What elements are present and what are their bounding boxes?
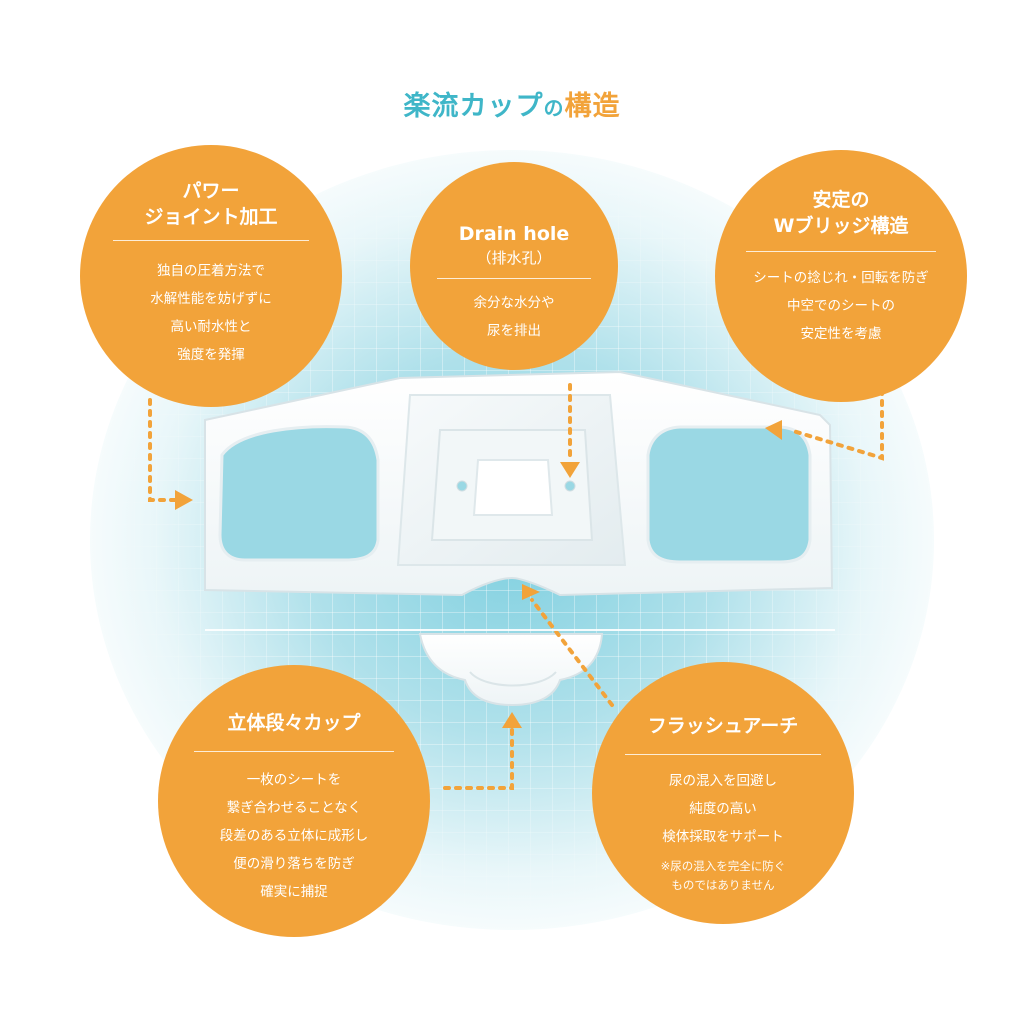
body-line: 便の滑り落ちを防ぎ	[233, 855, 355, 872]
callout-heading: フラッシュアーチ	[592, 714, 854, 740]
body-line: 確実に捕捉	[260, 883, 328, 900]
title-part-structure: 構造	[564, 91, 621, 122]
body-line: 段差のある立体に成形し	[219, 827, 369, 844]
callout-flash-arch: フラッシュアーチ 尿の混入を回避し 純度の高い 検体採取をサポート ※尿の混入を…	[592, 662, 854, 924]
callout-heading: パワー ジョイント加工	[80, 179, 342, 230]
heading-line: Wブリッジ構造	[773, 214, 909, 237]
heading-line: ジョイント加工	[144, 205, 278, 228]
callout-body: 独自の圧着方法で 水解性能を妨げずに 高い耐水性と 強度を発揮	[80, 257, 342, 369]
callout-body: シートの捻じれ・回転を防ぎ 中空でのシートの 安定性を考慮	[715, 264, 967, 348]
callout-w-bridge: 安定の Wブリッジ構造 シートの捻じれ・回転を防ぎ 中空でのシートの 安定性を考…	[715, 150, 967, 402]
cup-side-view	[418, 633, 604, 707]
body-line: 繋ぎ合わせることなく	[226, 799, 362, 816]
callout-divider	[194, 750, 394, 752]
title-part-product: 楽流カップ	[403, 91, 544, 122]
body-line: 尿の混入を回避し	[669, 772, 777, 789]
drain-hole-left	[456, 480, 468, 492]
body-line: 安定性を考慮	[800, 326, 882, 343]
arrow-head-c1	[175, 490, 193, 510]
body-line: 尿を排出	[487, 322, 541, 339]
cup-left-opening	[218, 425, 380, 562]
page-title: 楽流カップの構造	[0, 84, 1024, 123]
body-line: 中空でのシートの	[787, 298, 895, 315]
drain-hole-right	[564, 480, 576, 492]
arrow-line-c4	[443, 726, 514, 790]
callout-divider	[625, 753, 821, 755]
body-line: 余分な水分や	[473, 294, 555, 311]
heading-line: パワー	[182, 180, 240, 202]
body-line: 水解性能を妨げずに	[150, 291, 272, 308]
section-divider	[205, 629, 835, 631]
body-line: シートの捻じれ・回転を防ぎ	[753, 270, 929, 287]
callout-body: 余分な水分や 尿を排出	[410, 289, 618, 345]
heading-line: フラッシュアーチ	[647, 715, 799, 737]
arrow-head-c2	[560, 462, 580, 478]
body-line: 純度の高い	[689, 800, 757, 817]
callout-note: ※尿の混入を完全に防ぐ ものではありません	[592, 857, 854, 895]
callout-body: 一枚のシートを 繋ぎ合わせることなく 段差のある立体に成形し 便の滑り落ちを防ぎ…	[158, 766, 430, 906]
body-line: 独自の圧着方法で	[157, 263, 265, 280]
callout-heading: 安定の Wブリッジ構造	[715, 188, 967, 239]
callout-drain-hole: Drain hole （排水孔） 余分な水分や 尿を排出	[410, 162, 618, 370]
callout-power-joint: パワー ジョイント加工 独自の圧着方法で 水解性能を妨げずに 高い耐水性と 強度…	[80, 145, 342, 407]
callout-heading: Drain hole （排水孔）	[410, 222, 618, 268]
callout-body: 尿の混入を回避し 純度の高い 検体採取をサポート	[592, 767, 854, 851]
cup-right-opening	[646, 425, 812, 564]
note-line: ※尿の混入を完全に防ぐ	[660, 858, 786, 873]
callout-divider	[113, 240, 309, 242]
arrow-head-c4	[502, 712, 522, 728]
arrow-head-c5	[522, 584, 540, 600]
arrow-line-c1	[148, 398, 177, 502]
callout-heading: 立体段々カップ	[158, 711, 430, 737]
callout-divider	[437, 277, 591, 279]
title-part-particle: の	[543, 96, 565, 120]
arrow-line-c5	[530, 598, 614, 707]
note-line: ものではありません	[671, 877, 775, 892]
body-line: 強度を発揮	[177, 347, 245, 364]
heading-line: 立体段々カップ	[227, 712, 361, 734]
callout-divider	[746, 251, 936, 253]
body-line: 一枚のシートを	[246, 771, 342, 788]
body-line: 検体採取をサポート	[662, 828, 784, 845]
heading-line: 安定の	[812, 189, 870, 211]
callout-subheading: （排水孔）	[476, 248, 552, 267]
arrow-head-c3	[765, 420, 782, 440]
callout-tiered-cup: 立体段々カップ 一枚のシートを 繋ぎ合わせることなく 段差のある立体に成形し 便…	[158, 665, 430, 937]
arrow-line-c3	[788, 388, 884, 461]
heading-line: Drain hole	[458, 223, 570, 245]
body-line: 高い耐水性と	[170, 319, 252, 336]
